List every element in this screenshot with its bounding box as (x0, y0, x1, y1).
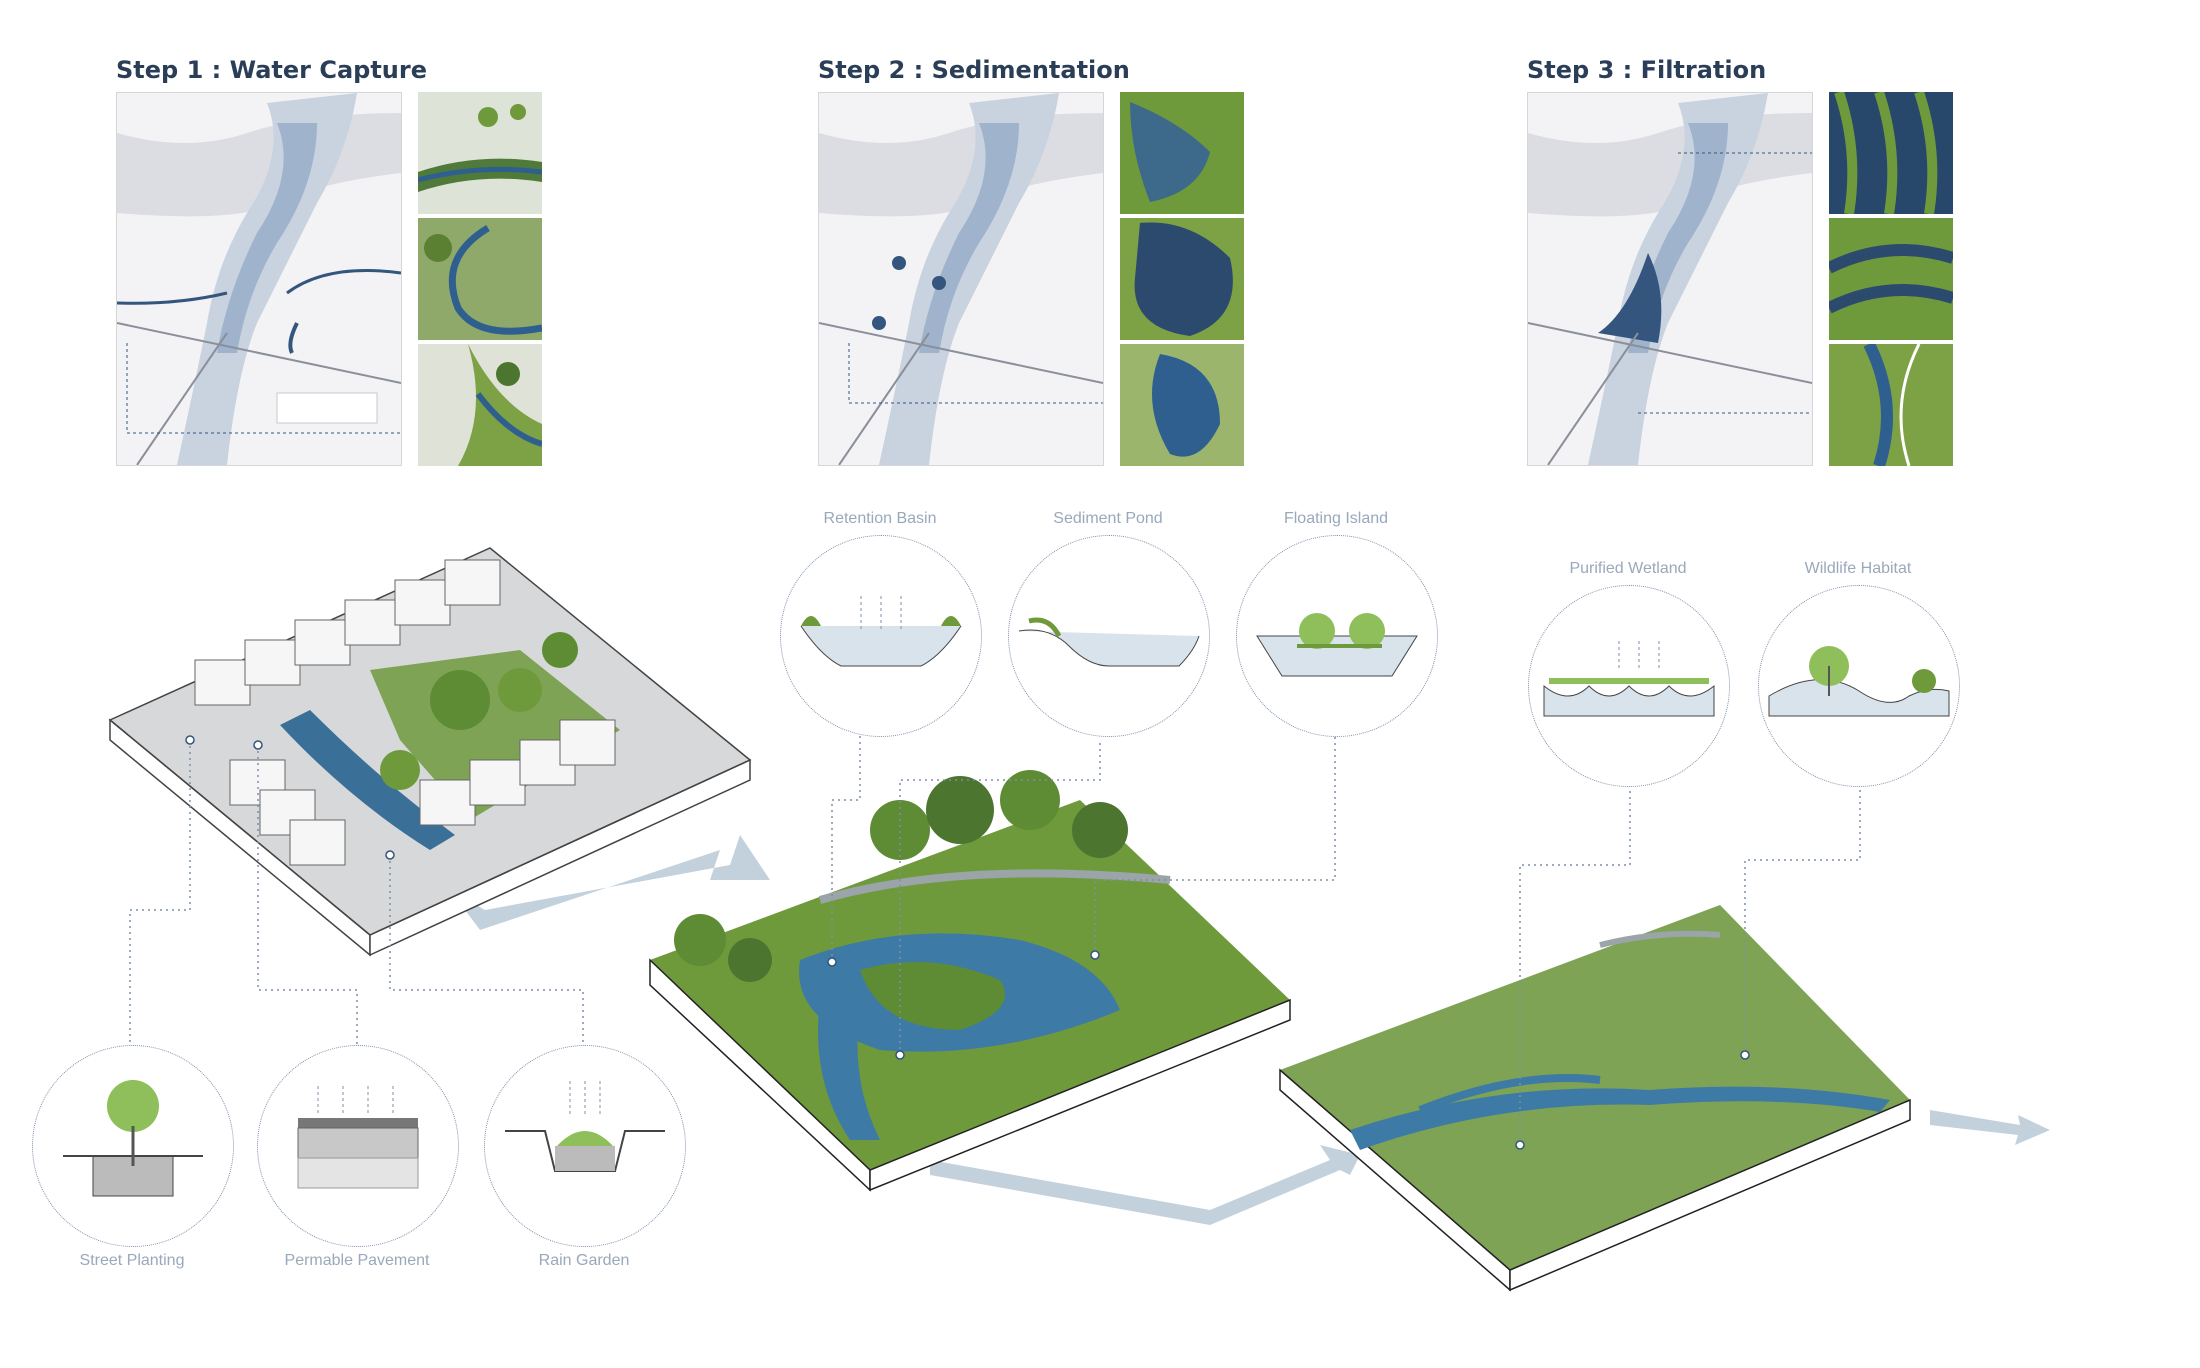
street-planting-diagram (32, 1045, 234, 1247)
purified-wetland-label: Purified Wetland (1569, 560, 1687, 577)
rain-garden-label: Rain Garden (538, 1252, 630, 1269)
step3-photo-2 (1829, 218, 1953, 340)
retention-basin-label: Retention Basin (823, 510, 937, 527)
filtration-block (1279, 905, 1911, 1292)
purified-wetland-diagram (1528, 585, 1730, 787)
step3-photo-1 (1829, 92, 1953, 214)
step3-site-map (1527, 92, 1813, 466)
step2-photo-3 (1120, 344, 1244, 466)
permeable-pavement-diagram (257, 1045, 459, 1247)
rain-garden-diagram (484, 1045, 686, 1247)
step3-photo-3 (1829, 344, 1953, 466)
floating-island-diagram (1236, 535, 1438, 737)
sediment-block (649, 770, 1291, 1192)
step2-title: Step 2 : Sedimentation (818, 56, 1130, 84)
sediment-pond-label: Sediment Pond (1053, 510, 1163, 527)
step1-photo-3 (418, 344, 542, 466)
urban-block (108, 547, 752, 957)
step1-site-map (116, 92, 402, 466)
step3-title: Step 3 : Filtration (1527, 56, 1767, 84)
flow-arrow-3 (1930, 1110, 2050, 1145)
wildlife-habitat-label: Wildlife Habitat (1804, 560, 1912, 577)
step2-photo-2 (1120, 218, 1244, 340)
step1-photo-1 (418, 92, 542, 214)
step2-photo-1 (1120, 92, 1244, 214)
flow-arrow-2 (930, 1145, 1360, 1225)
floating-island-label: Floating Island (1283, 510, 1389, 527)
step1-photo-2 (418, 218, 542, 340)
street-planting-label: Street Planting (79, 1252, 185, 1269)
retention-basin-diagram (780, 535, 982, 737)
permeable-pavement-label: Permable Pavement (284, 1252, 430, 1269)
step2-site-map (818, 92, 1104, 466)
wildlife-habitat-diagram (1758, 585, 1960, 787)
step1-title: Step 1 : Water Capture (116, 56, 427, 84)
sediment-pond-diagram (1008, 535, 1210, 737)
flow-arrow-1 (450, 835, 770, 930)
